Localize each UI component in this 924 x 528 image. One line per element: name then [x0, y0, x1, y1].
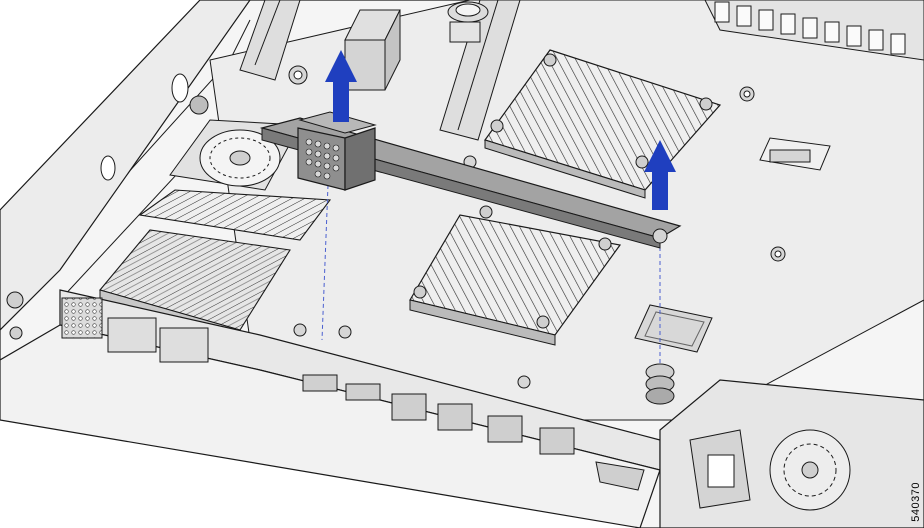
pcie-slot-center — [439, 0, 521, 141]
power-supply — [659, 379, 924, 528]
storage-connector — [759, 137, 831, 171]
riser-cage-vent-holes — [305, 138, 340, 180]
riser-cage-captive-screw — [652, 228, 668, 244]
pcie-slot-left — [239, 0, 301, 81]
ethernet-ports — [391, 393, 575, 455]
alignment-guide-left — [321, 184, 329, 341]
figure-id-label: 540370 — [910, 482, 922, 522]
bmc-chip — [634, 304, 713, 353]
network-ports-quad — [107, 317, 209, 363]
lift-arrow-right — [644, 140, 676, 210]
cpu-heatsink-lower — [409, 205, 622, 346]
usb-ports — [302, 374, 381, 401]
drive-backplane-connectors — [704, 0, 924, 61]
alignment-guides — [321, 184, 661, 365]
left-chassis-wall — [0, 0, 251, 340]
mlom-heatsink — [138, 189, 332, 241]
rear-riser-cage — [259, 111, 682, 249]
spacer-stack — [645, 363, 675, 405]
vga-port — [595, 461, 645, 491]
coin-battery — [447, 1, 489, 43]
transceiver-module — [344, 9, 401, 91]
rear-io-panel — [0, 289, 661, 528]
rear-vent-grille — [61, 297, 103, 339]
lift-arrow-left — [325, 50, 357, 122]
standoffs — [288, 65, 786, 389]
